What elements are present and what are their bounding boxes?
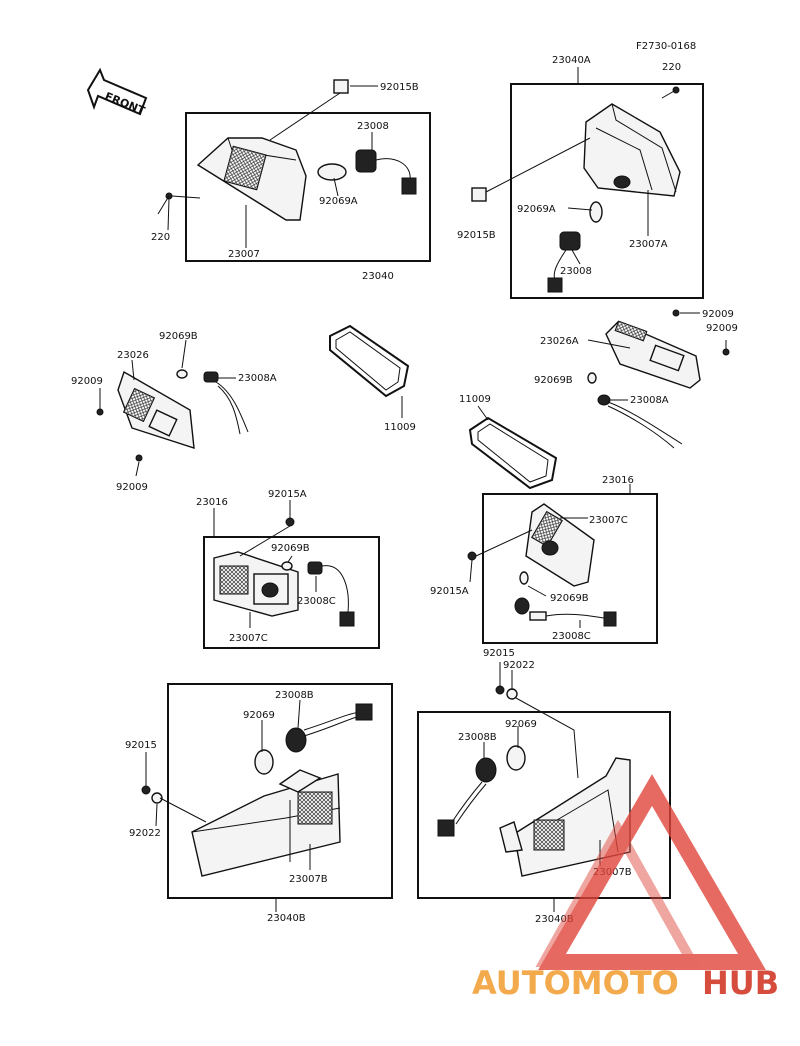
marker-lamp-23026 — [96, 339, 249, 477]
label-92009: 92009 — [702, 309, 734, 320]
label-92069B: 92069B — [159, 331, 198, 342]
label-92069A: 92069A — [517, 204, 556, 215]
label-23026A: 23026A — [540, 336, 579, 347]
label-92069B: 92069B — [271, 543, 310, 554]
assembly-23016-right — [467, 484, 658, 644]
label-92015B: 92015B — [457, 230, 496, 241]
label-23040: 23040 — [362, 271, 394, 282]
label-23040B: 23040B — [535, 914, 574, 925]
label-23008A: 23008A — [630, 395, 669, 406]
label-92009: 92009 — [706, 323, 738, 334]
label-23040A: 23040A — [552, 55, 591, 66]
label-11009: 11009 — [384, 422, 416, 433]
label-23007C: 23007C — [589, 515, 628, 526]
label-11009: 11009 — [459, 394, 491, 405]
diagram-code: F2730-0168 — [636, 41, 696, 52]
assembly-23040A — [471, 67, 704, 299]
label-92069: 92069 — [505, 719, 537, 730]
label-220: 220 — [662, 62, 681, 73]
gasket-11009-b — [468, 405, 558, 490]
label-23008B: 23008B — [458, 732, 497, 743]
label-92015B: 92015B — [380, 82, 419, 93]
label-92069A: 92069A — [319, 196, 358, 207]
label-92069B: 92069B — [534, 375, 573, 386]
label-23007B: 23007B — [289, 874, 328, 885]
assembly-23040B-right — [417, 662, 671, 912]
label-23008: 23008 — [560, 266, 592, 277]
label-23008B: 23008B — [275, 690, 314, 701]
assembly-23016-left — [203, 500, 380, 649]
label-23007: 23007 — [228, 249, 260, 260]
label-23008: 23008 — [357, 121, 389, 132]
assembly-23040B-left — [141, 683, 393, 912]
watermark-text-hub: HUB — [702, 964, 779, 1002]
marker-lamp-23026A — [587, 309, 730, 449]
label-92069B: 92069B — [550, 593, 589, 604]
label-92009: 92009 — [116, 482, 148, 493]
label-23040B: 23040B — [267, 913, 306, 924]
label-92009: 92009 — [71, 376, 103, 387]
watermark-logo — [535, 774, 766, 970]
label-92069: 92069 — [243, 710, 275, 721]
label-92022: 92022 — [503, 660, 535, 671]
gasket-11009-a — [329, 324, 410, 418]
label-92015A: 92015A — [268, 489, 307, 500]
front-arrow: FRONT — [86, 67, 148, 118]
label-92015A: 92015A — [430, 586, 469, 597]
label-23008C: 23008C — [552, 631, 591, 642]
label-92015: 92015 — [125, 740, 157, 751]
label-23016: 23016 — [602, 475, 634, 486]
label-23026: 23026 — [117, 350, 149, 361]
label-23007A: 23007A — [629, 239, 668, 250]
label-92015: 92015 — [483, 648, 515, 659]
label-23008A: 23008A — [238, 373, 277, 384]
assembly-23040 — [157, 79, 431, 262]
label-23016: 23016 — [196, 497, 228, 508]
label-92022: 92022 — [129, 828, 161, 839]
label-23007C: 23007C — [229, 633, 268, 644]
label-23008C: 23008C — [297, 596, 336, 607]
watermark-text-automoto: AUTOMOTO — [472, 964, 679, 1002]
label-220: 220 — [151, 232, 170, 243]
